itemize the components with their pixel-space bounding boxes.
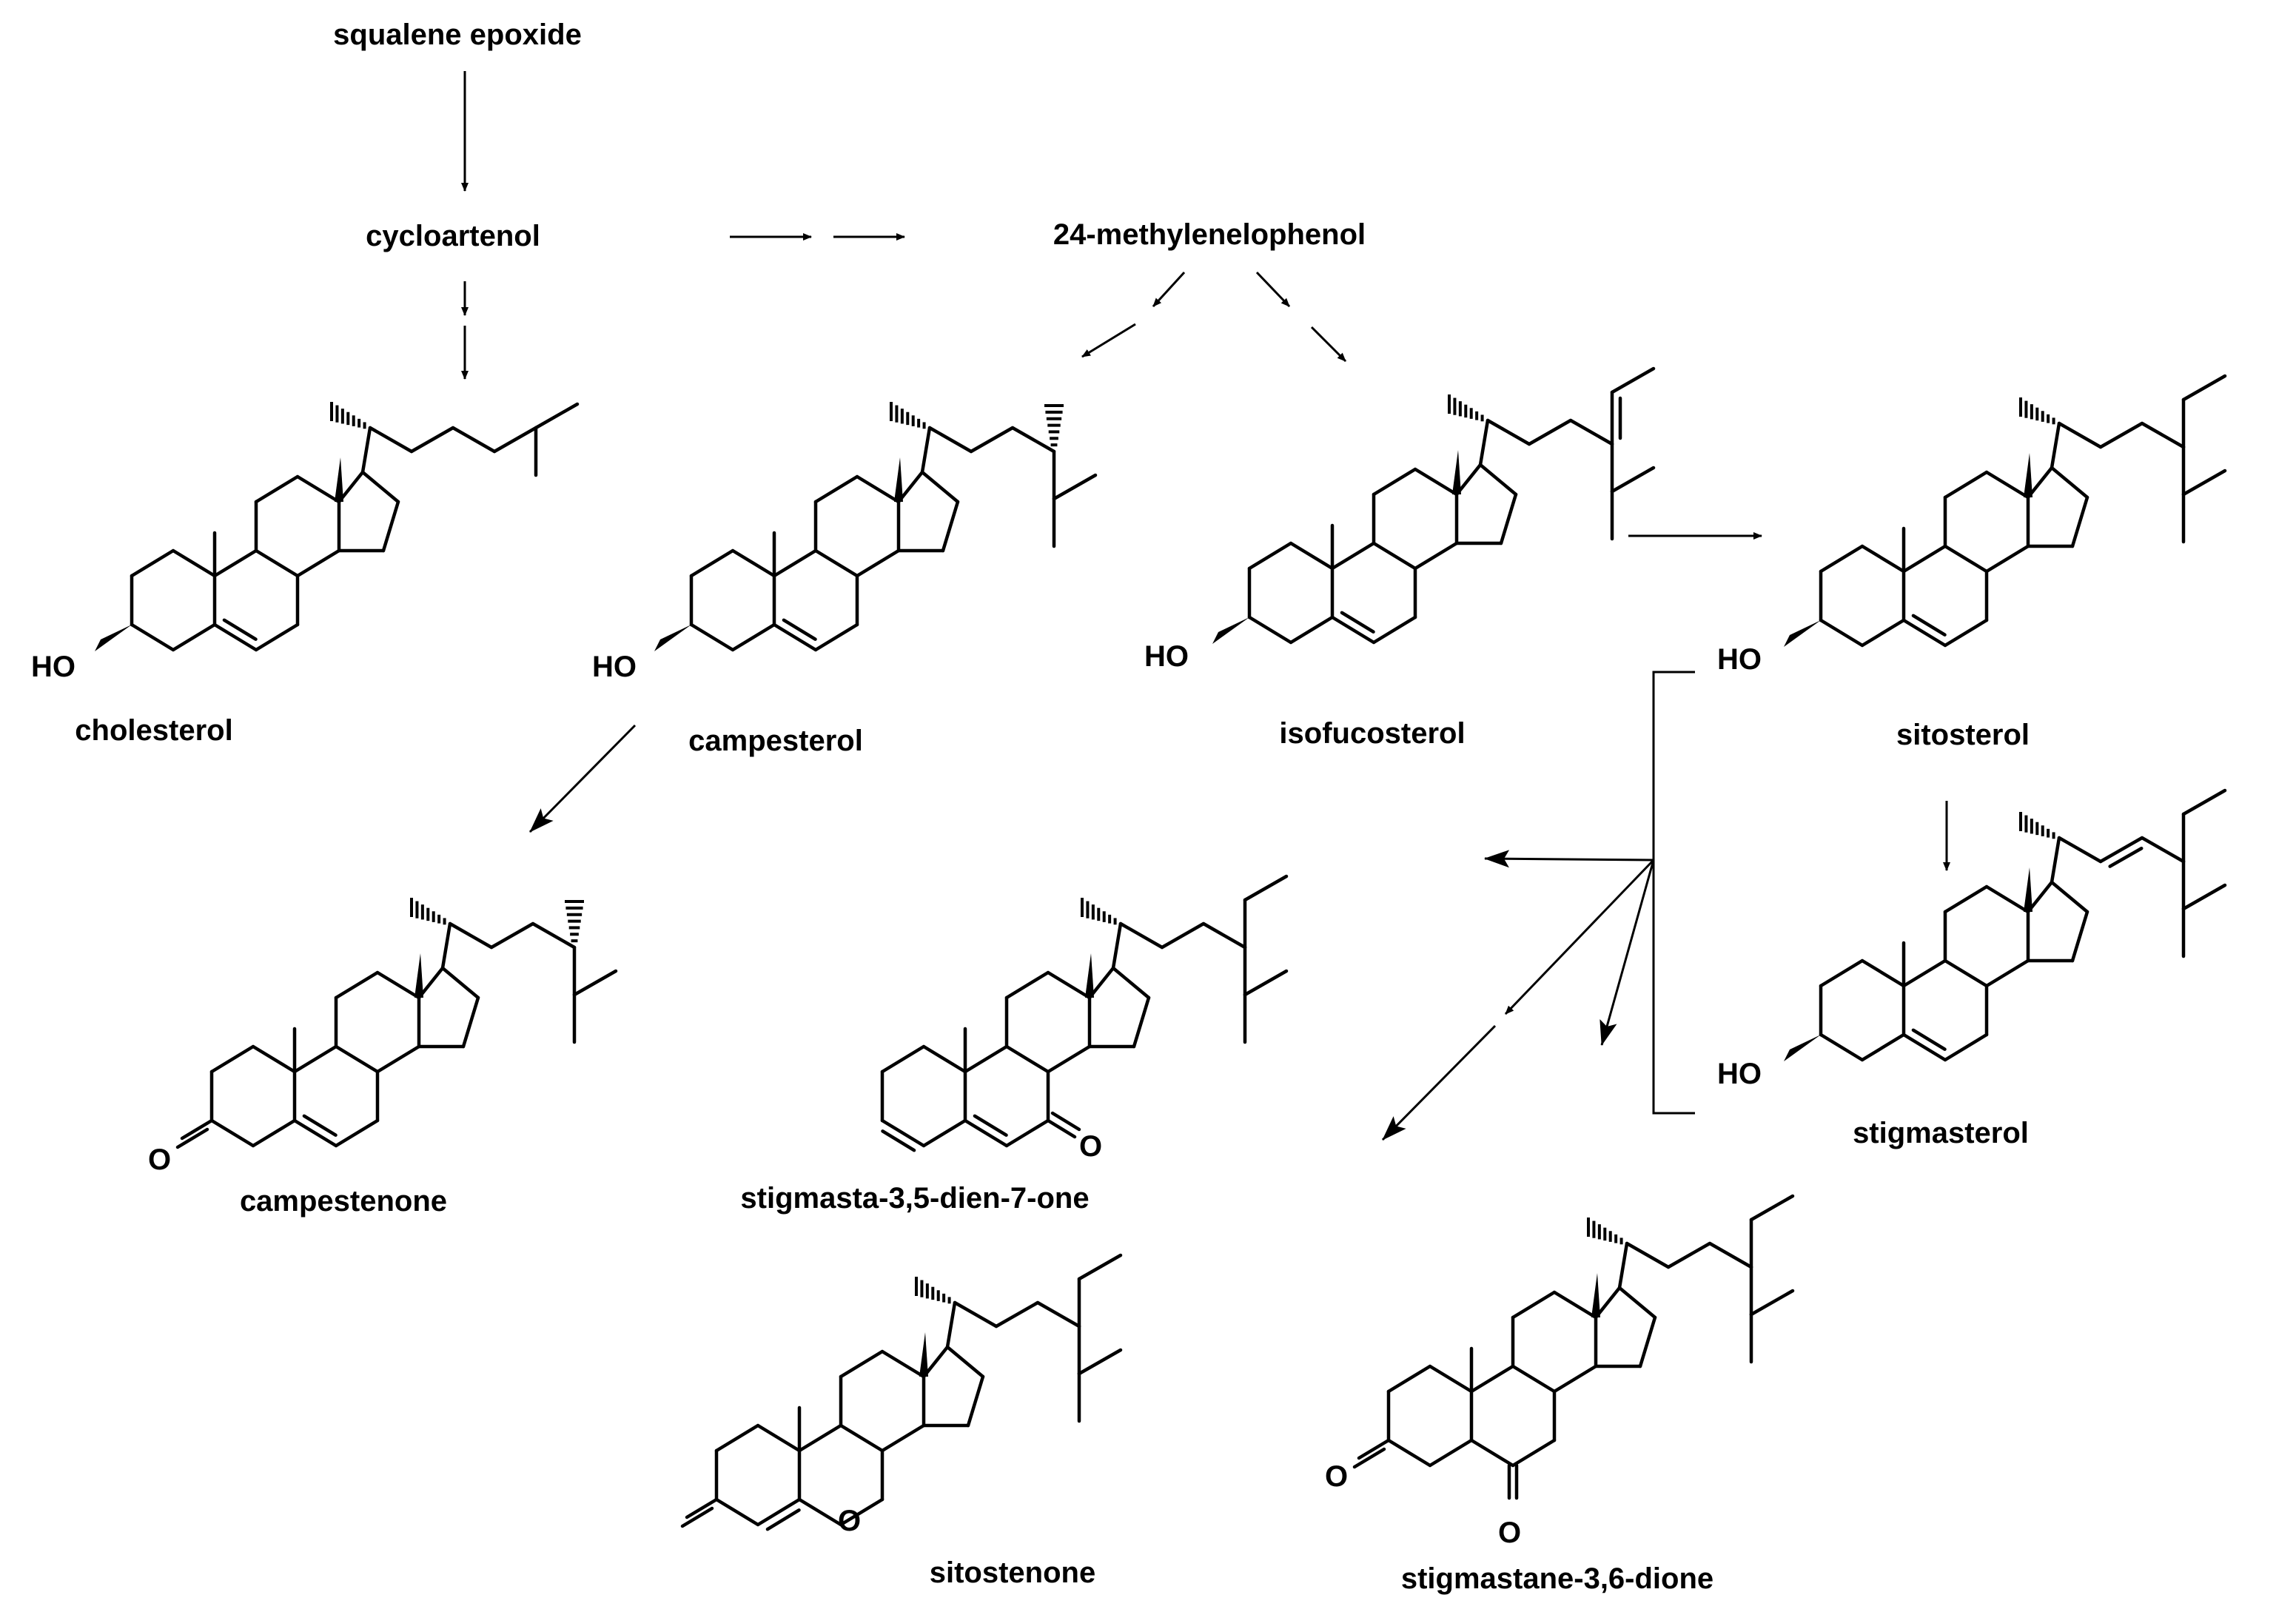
oxygen-label-stigmastanedione-6: O	[1498, 1517, 1521, 1549]
structure-campestenone	[175, 898, 618, 1149]
reaction-arrows	[461, 71, 1950, 1141]
label-24-methylenelophenol: 24-methylenelophenol	[1053, 218, 1366, 251]
hydroxyl-label-isofucosterol: HO	[1144, 640, 1189, 673]
structure-cholesterol	[95, 402, 580, 652]
label-cholesterol: cholesterol	[75, 714, 232, 747]
arrow-campesterol-to-campestenone	[528, 724, 637, 833]
structure-campesterol	[654, 402, 1098, 652]
structure-stigmastadienone	[880, 874, 1289, 1152]
label-sitosterol: sitosterol	[1896, 719, 2030, 751]
oxygen-label-sitostenone: O	[838, 1505, 861, 1537]
structure-sitosterol	[1784, 374, 2227, 648]
label-isofucosterol: isofucosterol	[1279, 717, 1465, 750]
oxygen-label-stigmastadienone: O	[1079, 1130, 1102, 1163]
structure-isofucosterol	[1212, 366, 1656, 645]
hydroxyl-label-sitosterol: HO	[1717, 643, 1762, 676]
label-campestenone: campestenone	[240, 1185, 447, 1218]
arrow-to-campesterol-2	[1081, 323, 1136, 358]
arrow-to-stigmastadienone	[1484, 850, 1654, 868]
arrow-to-isofucosterol-1	[1255, 271, 1291, 308]
oxygen-label-campestenone: O	[148, 1143, 171, 1176]
label-sitostenone: sitostenone	[930, 1556, 1095, 1589]
label-squalene-epoxide: squalene epoxide	[333, 19, 582, 51]
structure-sitostenone	[680, 1253, 1123, 1531]
arrow-to-sitostenone-2	[1381, 1024, 1497, 1141]
arrow-to-sitostenone-1	[1504, 859, 1655, 1015]
label-stigmasterol: stigmasterol	[1853, 1117, 2029, 1149]
hydroxyl-label-campesterol: HO	[592, 651, 637, 683]
label-campesterol: campesterol	[688, 725, 863, 757]
label-stigmasta-3-5-dien-7-one: stigmasta-3,5-dien-7-one	[740, 1182, 1089, 1215]
arrow-to-isofucosterol-2	[1310, 326, 1347, 363]
structure-stigmasterol	[1784, 788, 2227, 1062]
arrow-to-campesterol-1	[1152, 271, 1186, 308]
arrow-to-stigmastanedione	[1600, 859, 1655, 1046]
hydroxyl-label-cholesterol: HO	[31, 651, 75, 683]
hydroxyl-label-stigmasterol: HO	[1717, 1058, 1762, 1090]
label-stigmastane-3-6-dione: stigmastane-3,6-dione	[1401, 1562, 1713, 1595]
label-cycloartenol: cycloartenol	[366, 220, 540, 252]
bracket-sitosterol-stigmasterol	[1652, 671, 1695, 1115]
structure-stigmastanedione	[1352, 1194, 1795, 1500]
oxygen-label-stigmastanedione-3: O	[1325, 1460, 1348, 1493]
